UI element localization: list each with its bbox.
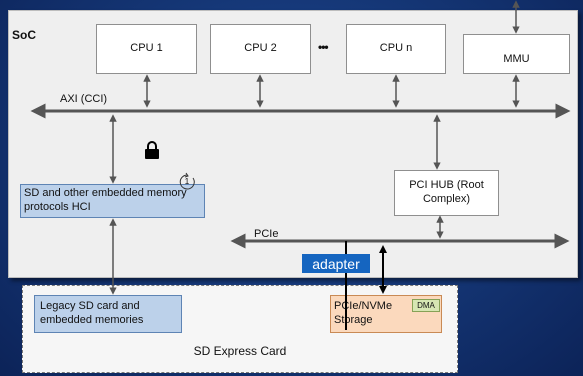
cpu-1-box: CPU 1 — [96, 24, 197, 74]
axi-bus-label: AXI (CCI) — [60, 93, 108, 105]
pci-hub-box: PCI HUB (Root Complex) — [394, 170, 499, 216]
legacy-sd-box: Legacy SD card and embedded memories — [34, 295, 182, 333]
cycle-badge-number: 1 — [185, 177, 190, 186]
soc-label: SoC — [12, 28, 36, 42]
dma-box: DMA — [412, 299, 440, 312]
lock-icon — [145, 141, 159, 159]
hci-box: SD and other embedded memory protocols H… — [20, 184, 205, 218]
cpu-2-box: CPU 2 — [210, 24, 311, 74]
cpu-n-box: CPU n — [346, 24, 446, 74]
sd-express-card-title: SD Express Card — [193, 344, 287, 358]
cpu-ellipsis: ••• — [318, 40, 329, 54]
adapter-label: adapter — [302, 254, 370, 273]
cycle-badge-icon: 1 — [179, 172, 195, 190]
pcie-nvme-storage-label: PCIe/NVMe Storage — [334, 300, 393, 327]
mmu-box: MMU — [463, 34, 570, 74]
